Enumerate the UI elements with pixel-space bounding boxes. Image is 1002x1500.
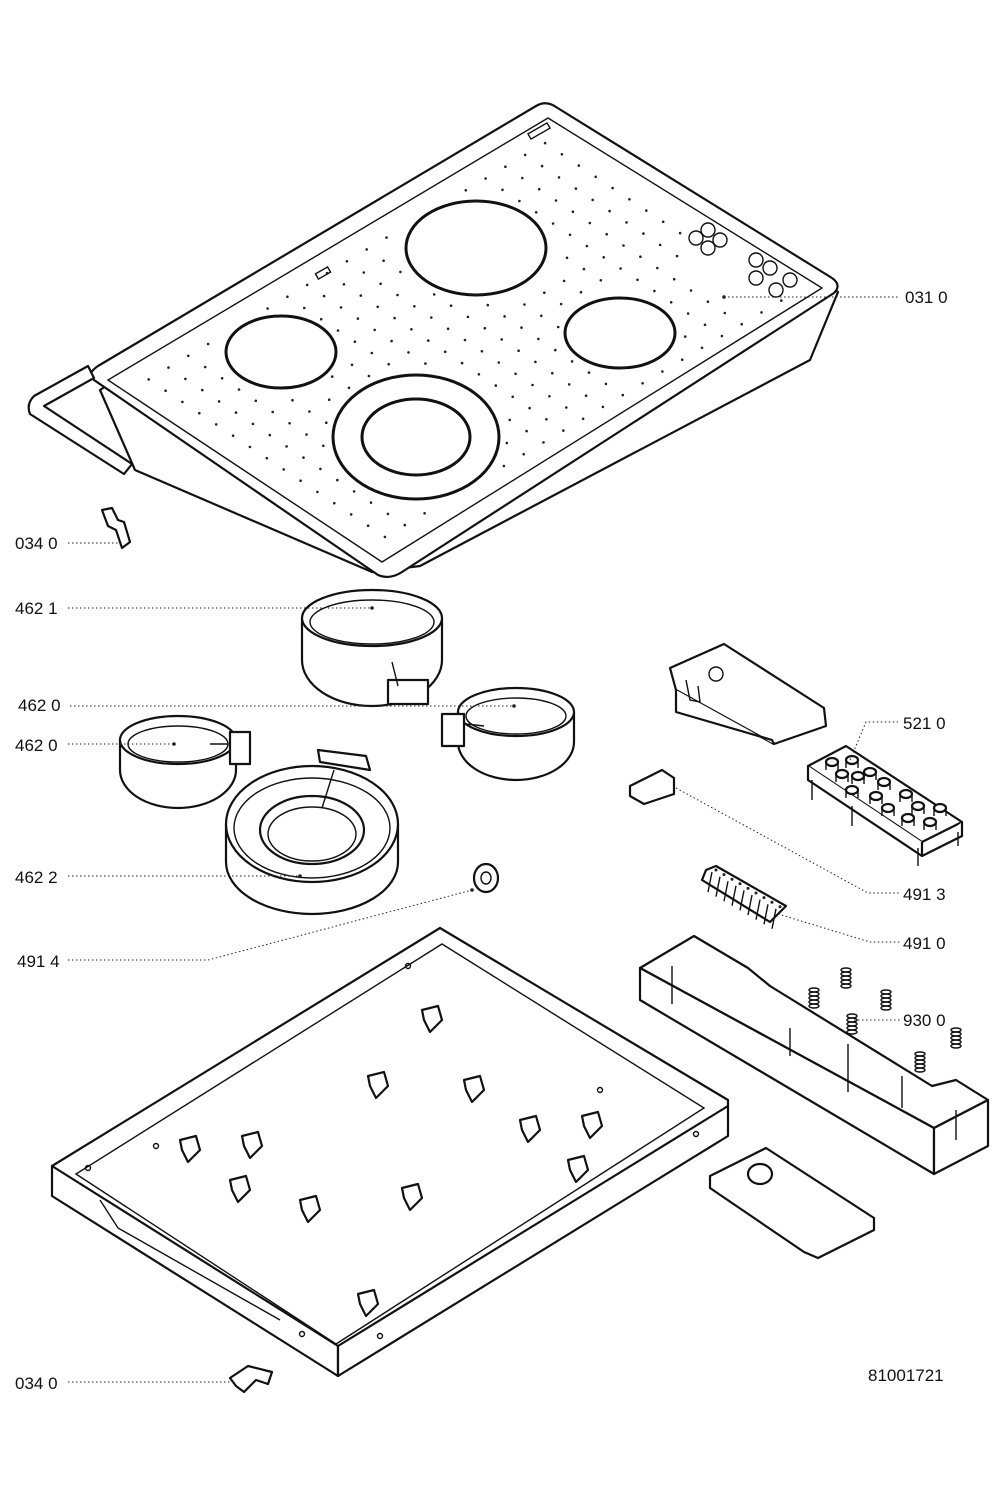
leader-lines (68, 295, 900, 1383)
callout-grommet: 491 4 (17, 952, 60, 971)
callout-clip-top: 034 0 (15, 534, 58, 553)
base-tray (50, 926, 730, 1378)
compression-springs (808, 967, 962, 1073)
callout-heater-left: 462 0 (15, 736, 58, 755)
radiant-heater-left (118, 714, 252, 810)
radiant-heater-right (440, 686, 576, 782)
callout-heater-dual: 462 2 (15, 868, 58, 887)
callout-clip-bottom: 034 0 (15, 1374, 58, 1393)
callout-hob: 031 0 (905, 288, 948, 307)
connector-block (628, 768, 676, 806)
mounting-rod (27, 364, 134, 476)
radiant-heater-dual (224, 748, 400, 916)
callout-springs: 930 0 (903, 1011, 946, 1030)
mounting-clip-top (100, 506, 132, 550)
callout-heater-right: 462 0 (18, 696, 61, 715)
glass-dot-pattern (147, 141, 783, 539)
cooking-zone-dual-inner (360, 397, 472, 477)
callout-heater-large: 462 1 (15, 599, 58, 618)
grommet (472, 862, 500, 894)
terminal-block (700, 864, 788, 929)
callout-terminal-block: 491 0 (903, 934, 946, 953)
callout-connector: 491 3 (903, 885, 946, 904)
cooking-zone-right (563, 296, 677, 370)
control-board (806, 744, 964, 866)
cooking-zone-back (404, 199, 548, 297)
ceramic-hob-top (89, 102, 840, 579)
control-housing (638, 934, 990, 1176)
radiant-heater-large (300, 588, 444, 708)
cooking-zone-left (224, 314, 338, 390)
callout-control-board: 521 0 (903, 714, 946, 733)
cover-plate (708, 1146, 876, 1260)
mounting-clip-bottom (228, 1364, 274, 1394)
drawing-number: 81001721 (868, 1366, 944, 1385)
control-bracket (668, 642, 828, 746)
